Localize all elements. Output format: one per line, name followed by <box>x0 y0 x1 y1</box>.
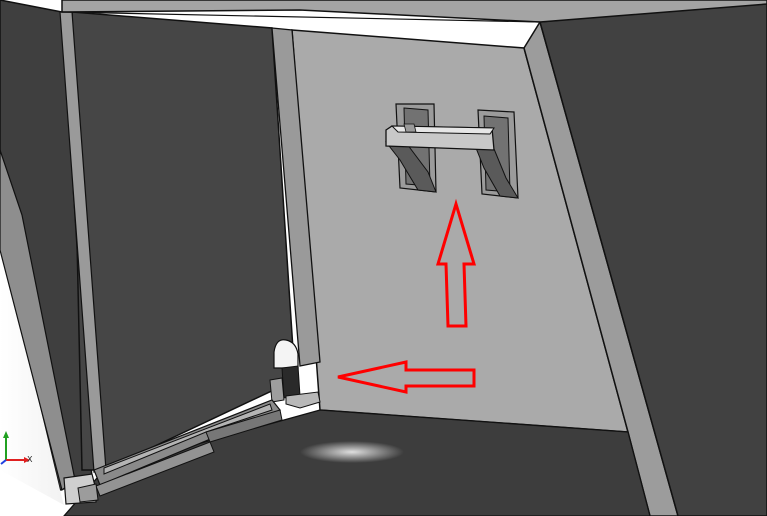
door-foot-side <box>77 483 99 503</box>
left-door-panel <box>71 11 296 471</box>
arrow-left-icon <box>337 360 476 394</box>
notch-side <box>269 377 285 403</box>
door-rail-step <box>205 409 283 443</box>
door-frame-post <box>271 27 321 367</box>
axis-triad: X <box>0 426 40 470</box>
triad-x-arrowhead <box>24 457 30 463</box>
left-wall-bevel <box>0 240 64 505</box>
top-rail-edge <box>61 11 541 23</box>
door-rail-lower <box>95 441 215 497</box>
triad-y-arrowhead <box>3 431 9 438</box>
notch-block <box>281 365 301 399</box>
right-wall-frame <box>523 20 679 516</box>
arrow-up-icon <box>435 198 477 328</box>
floor-highlight <box>300 441 404 463</box>
bracket-crossbar-top <box>390 125 495 135</box>
door-notch <box>273 339 299 369</box>
triad-x-label: X <box>27 455 33 464</box>
notch-foot <box>285 391 321 409</box>
triad-z-axis <box>0 459 7 465</box>
floor[interactable] <box>63 409 651 516</box>
door-bottom-rail-top <box>103 403 273 475</box>
bracket-crossbar-notch <box>403 123 417 133</box>
